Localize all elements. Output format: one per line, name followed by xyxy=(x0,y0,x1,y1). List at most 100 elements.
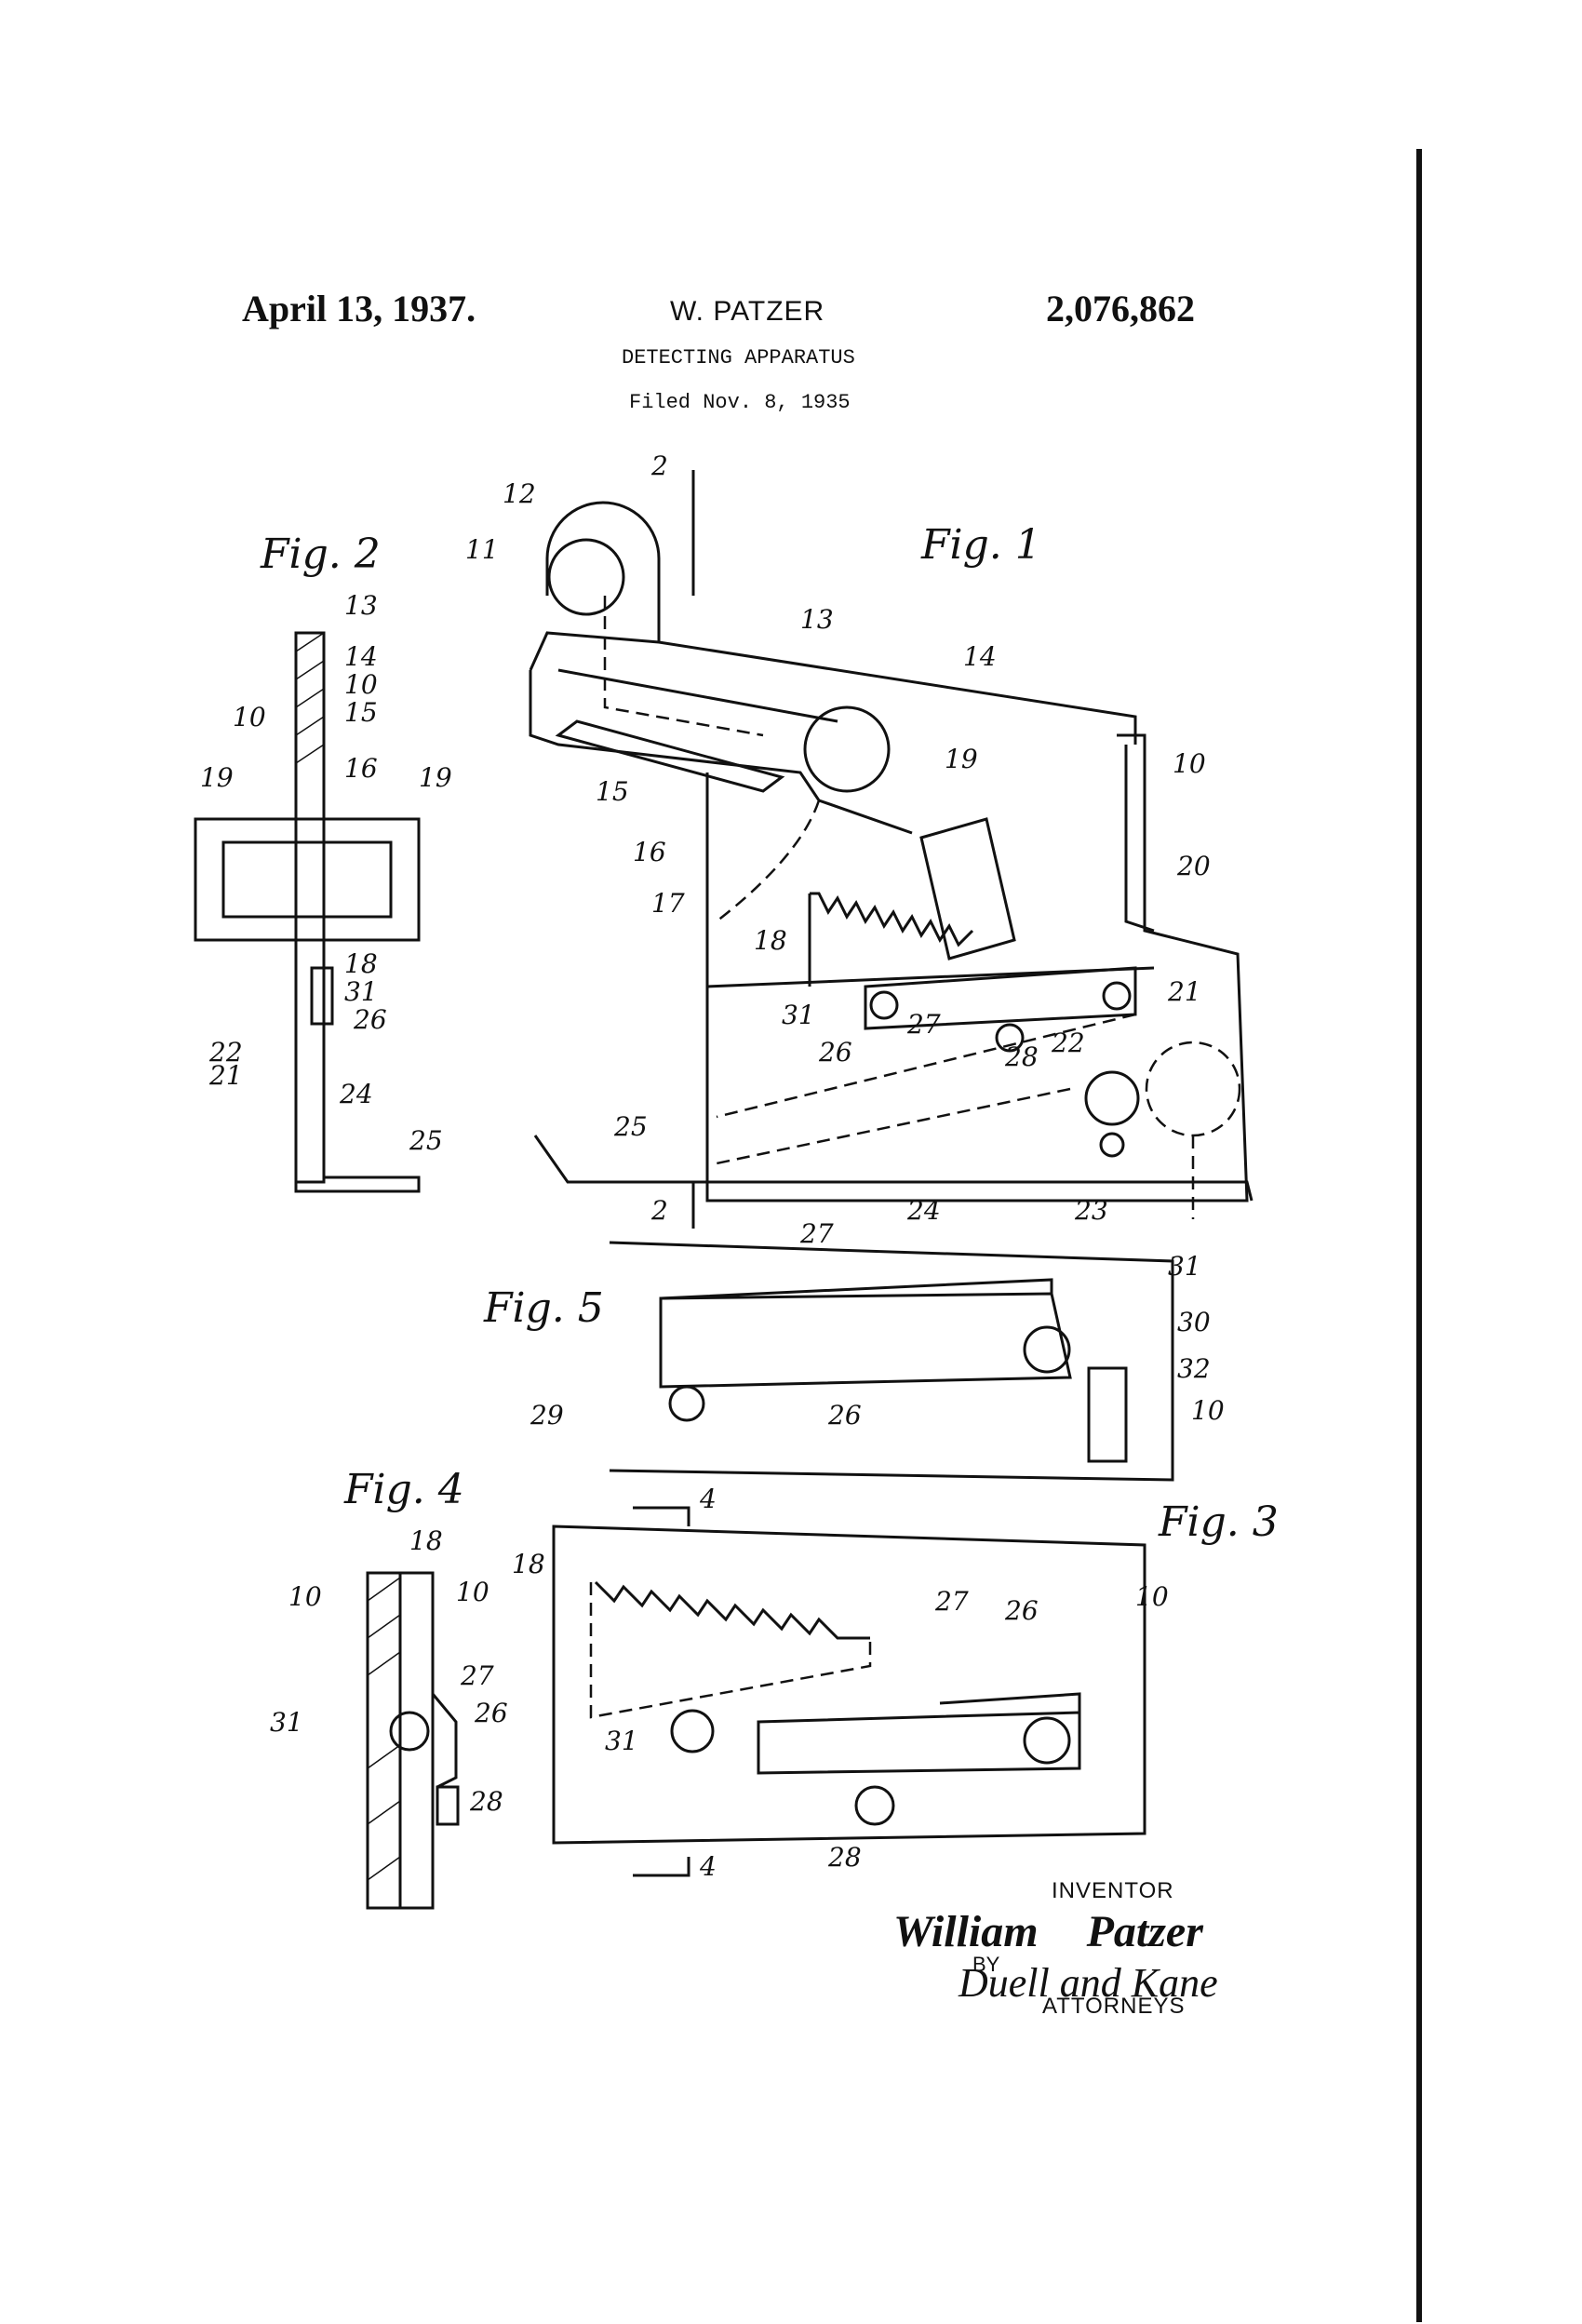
inventor-signature: William Patzer xyxy=(893,1907,1203,1956)
screw-28-fig4 xyxy=(436,1785,460,1826)
ref-numeral: 29 xyxy=(530,1400,564,1431)
ball-31-fig4 xyxy=(389,1711,430,1752)
wheel-14 xyxy=(803,705,891,793)
ref-numeral: 28 xyxy=(1004,1041,1039,1072)
pin-fig3 xyxy=(1023,1716,1071,1765)
wheel-21 xyxy=(1145,1041,1241,1137)
base-plate-10 xyxy=(705,733,1249,1202)
ref-numeral: 23 xyxy=(1074,1195,1108,1226)
ref-numeral: 14 xyxy=(963,641,997,672)
attorneys-label: ATTORNEYS xyxy=(1042,1994,1186,2019)
ref-numeral: 28 xyxy=(827,1842,862,1873)
screw-29 xyxy=(668,1385,705,1422)
ref-numeral: 21 xyxy=(208,1060,243,1091)
ref-numeral: 19 xyxy=(200,762,234,793)
saw-outline-fig3 xyxy=(589,1582,872,1719)
figure-1-drawing xyxy=(529,470,1254,1229)
spring-27-fig5 xyxy=(660,1278,1053,1300)
screw-23 xyxy=(1099,1132,1125,1158)
ref-numeral: 27 xyxy=(906,1009,941,1040)
ref-numeral: 19 xyxy=(419,762,452,793)
section-mark-top xyxy=(633,1506,690,1526)
section-mark-4-bottom: 4 xyxy=(699,1851,717,1882)
plate-outline-fig5 xyxy=(609,1241,1174,1482)
fig5-label: Fig. 5 xyxy=(483,1284,604,1332)
ref-numeral: 16 xyxy=(344,753,378,784)
ref-numeral: 26 xyxy=(818,1037,852,1068)
bar-26-fig3 xyxy=(757,1711,1081,1775)
plate-section xyxy=(294,631,326,1184)
screw-28-fig3 xyxy=(854,1785,895,1826)
coin-path-1 xyxy=(603,596,764,737)
patent-title: DETECTING APPARATUS xyxy=(622,346,855,369)
tray-25 xyxy=(533,1135,707,1184)
bottom-rail xyxy=(707,1180,1254,1202)
ref-numeral: 18 xyxy=(344,948,378,979)
saw-teeth-fig3 xyxy=(594,1580,870,1640)
bar-26-fig4 xyxy=(431,1693,458,1789)
ref-numeral: 15 xyxy=(596,776,629,807)
inventor-label: INVENTOR xyxy=(1052,1878,1174,1903)
ref-numeral: 31 xyxy=(782,1000,815,1030)
adjuster-32 xyxy=(1087,1366,1128,1463)
ref-numeral: 10 xyxy=(1191,1395,1225,1426)
ref-numeral: 24 xyxy=(906,1195,941,1226)
ref-numeral: 28 xyxy=(469,1786,503,1817)
chute-top xyxy=(529,631,1137,745)
ref-numeral: 26 xyxy=(353,1004,387,1035)
bar-26-fig5 xyxy=(659,1292,1072,1389)
ref-numeral: 19 xyxy=(945,744,978,774)
filed-date: Filed Nov. 8, 1935 xyxy=(629,391,851,414)
ref-numeral: 24 xyxy=(339,1079,373,1109)
ref-numeral: 18 xyxy=(754,925,787,956)
fig4-label: Fig. 4 xyxy=(343,1466,464,1513)
ref-numeral: 32 xyxy=(1177,1353,1211,1384)
ball-31-fig3 xyxy=(670,1709,715,1753)
patent-date: April 13, 1937. xyxy=(242,288,476,329)
fig3-label: Fig. 3 xyxy=(1158,1498,1279,1546)
wheel-22 xyxy=(1084,1070,1140,1126)
bracket-19-section xyxy=(194,817,421,942)
figure-4-drawing xyxy=(366,1571,460,1910)
ref-numeral: 12 xyxy=(503,478,536,509)
ref-numeral: 18 xyxy=(512,1549,545,1579)
ref-numeral: 10 xyxy=(233,702,266,732)
screw-28 xyxy=(995,1023,1025,1053)
section-mark-4-top: 4 xyxy=(699,1484,717,1514)
pin xyxy=(1102,981,1132,1011)
ref-numeral: 13 xyxy=(344,590,378,621)
section-mark-2-top: 2 xyxy=(650,450,668,481)
ref-numeral: 18 xyxy=(409,1525,443,1556)
bar-section xyxy=(310,966,334,1026)
figure-2-drawing xyxy=(194,631,421,1193)
chute-inner-line xyxy=(557,668,838,723)
spring-27-fig3 xyxy=(939,1692,1081,1713)
ref-numeral: 27 xyxy=(460,1660,494,1691)
ref-numeral: 26 xyxy=(827,1400,862,1431)
ref-numeral: 31 xyxy=(1168,1251,1201,1282)
saw-teeth-18 xyxy=(810,892,974,947)
plate-outline-fig3 xyxy=(552,1525,1146,1845)
ref-numeral: 20 xyxy=(1176,851,1211,881)
ball-31-fig5 xyxy=(1023,1325,1071,1374)
figure-3-drawing xyxy=(552,1506,1146,1877)
ref-numeral: 30 xyxy=(1177,1307,1211,1337)
ref-numeral: 10 xyxy=(344,669,378,700)
bracket-window xyxy=(221,840,393,919)
coin-path-4 xyxy=(716,1087,1071,1165)
tray-25-section xyxy=(294,1173,421,1193)
ref-numeral: 26 xyxy=(474,1698,508,1728)
ref-numeral: 13 xyxy=(800,604,834,635)
ref-numeral: 10 xyxy=(456,1577,489,1607)
ref-numeral: 10 xyxy=(1135,1581,1169,1612)
fig1-label: Fig. 1 xyxy=(920,521,1041,569)
ref-numeral: 10 xyxy=(288,1581,322,1612)
ref-numeral: 25 xyxy=(613,1111,648,1142)
by-label: BY xyxy=(972,1953,1000,1976)
ref-numeral: 25 xyxy=(409,1125,443,1156)
hopper-opening xyxy=(547,538,625,616)
flap-15 xyxy=(555,719,785,793)
ref-numeral: 31 xyxy=(270,1707,303,1738)
page-border-line xyxy=(1416,149,1422,2322)
